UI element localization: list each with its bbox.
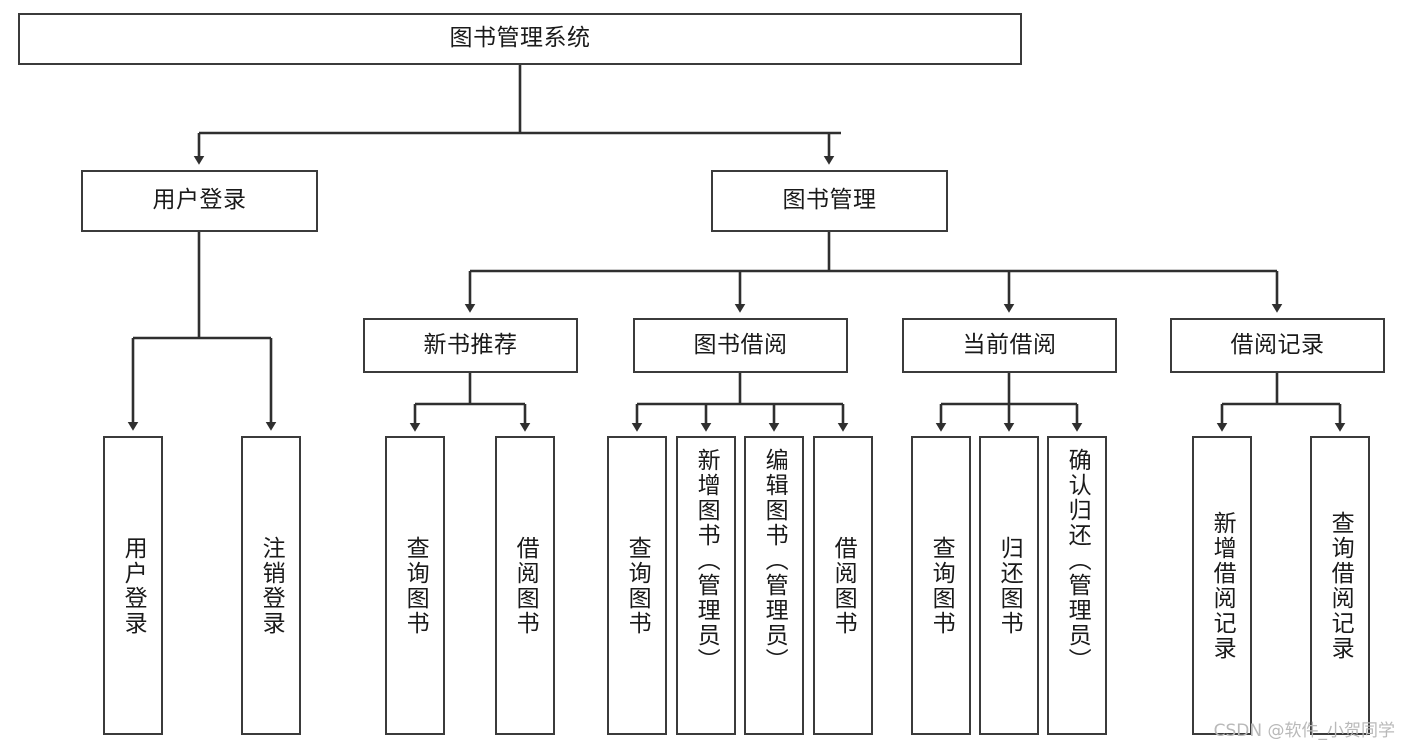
node-leaf-borrow-book-2-label: 借阅图书 [830, 535, 857, 636]
node-book-borrow[interactable]: 图书借阅 [633, 318, 848, 373]
node-leaf-add-book[interactable]: 新增图书（管理员） [676, 436, 736, 735]
node-leaf-query-book-3-label: 查询图书 [928, 535, 955, 636]
node-leaf-edit-book[interactable]: 编辑图书（管理员） [744, 436, 804, 735]
node-leaf-query-record-label: 查询借阅记录 [1327, 510, 1354, 661]
node-leaf-add-record-label: 新增借阅记录 [1209, 510, 1236, 661]
node-leaf-return-book-label: 归还图书 [996, 535, 1023, 636]
node-root-label: 图书管理系统 [449, 25, 591, 52]
node-leaf-query-book-1[interactable]: 查询图书 [385, 436, 445, 735]
node-user-login[interactable]: 用户登录 [81, 170, 318, 232]
node-leaf-user-login-label: 用户登录 [120, 535, 147, 636]
node-leaf-add-book-label: 新增图书（管理员） [693, 448, 720, 673]
node-leaf-borrow-book-2[interactable]: 借阅图书 [813, 436, 873, 735]
node-new-book-recommend[interactable]: 新书推荐 [363, 318, 578, 373]
node-leaf-query-record[interactable]: 查询借阅记录 [1310, 436, 1370, 735]
node-new-book-recommend-label: 新书推荐 [423, 331, 518, 358]
node-book-manage-label: 图书管理 [782, 187, 877, 214]
node-borrow-record-label: 借阅记录 [1230, 331, 1325, 358]
node-current-borrow-label: 当前借阅 [962, 331, 1057, 358]
node-root[interactable]: 图书管理系统 [18, 13, 1022, 65]
node-leaf-return-book[interactable]: 归还图书 [979, 436, 1039, 735]
node-leaf-user-logout[interactable]: 注销登录 [241, 436, 301, 735]
node-leaf-query-book-1-label: 查询图书 [402, 535, 429, 636]
node-leaf-add-record[interactable]: 新增借阅记录 [1192, 436, 1252, 735]
node-current-borrow[interactable]: 当前借阅 [902, 318, 1117, 373]
node-leaf-confirm-return[interactable]: 确认归还（管理员） [1047, 436, 1107, 735]
node-leaf-query-book-2-label: 查询图书 [624, 535, 651, 636]
node-leaf-edit-book-label: 编辑图书（管理员） [761, 448, 788, 673]
node-leaf-borrow-book-1-label: 借阅图书 [512, 535, 539, 636]
node-leaf-query-book-2[interactable]: 查询图书 [607, 436, 667, 735]
node-borrow-record[interactable]: 借阅记录 [1170, 318, 1385, 373]
node-leaf-user-logout-label: 注销登录 [258, 535, 285, 636]
node-leaf-borrow-book-1[interactable]: 借阅图书 [495, 436, 555, 735]
node-book-borrow-label: 图书借阅 [693, 331, 788, 358]
node-leaf-confirm-return-label: 确认归还（管理员） [1064, 448, 1091, 673]
node-book-manage[interactable]: 图书管理 [711, 170, 948, 232]
node-leaf-query-book-3[interactable]: 查询图书 [911, 436, 971, 735]
node-user-login-label: 用户登录 [152, 187, 247, 214]
csdn-watermark: CSDN @软件_小贺同学 [1213, 721, 1395, 741]
node-leaf-user-login[interactable]: 用户登录 [103, 436, 163, 735]
